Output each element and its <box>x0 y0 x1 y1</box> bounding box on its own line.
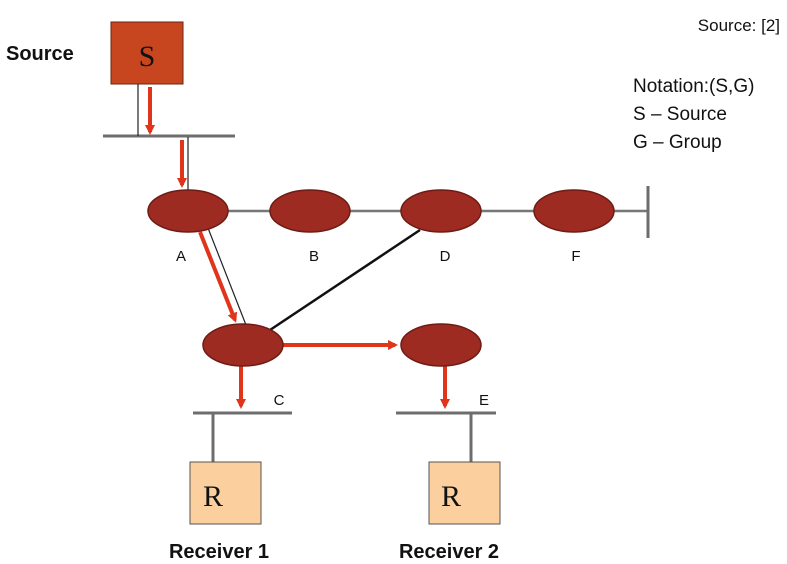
notation-source: S – Source <box>633 104 727 125</box>
router-f-label: F <box>571 248 580 265</box>
router-d <box>400 189 482 233</box>
router-c <box>202 323 284 367</box>
router-e-label: E <box>479 392 489 409</box>
source-reference: Source: [2] <box>698 16 780 35</box>
notation-group: G – Group <box>633 132 722 153</box>
receiver-1-letter: R <box>203 480 223 513</box>
receiver-1-label: Receiver 1 <box>169 541 269 563</box>
router-a-label: A <box>176 248 186 265</box>
source-label: Source <box>6 43 74 65</box>
router-a <box>147 189 229 233</box>
link-a-c-thin <box>207 227 247 326</box>
link-d-c <box>269 228 421 332</box>
receiver-2-letter: R <box>441 480 461 513</box>
receiver-1-box <box>189 461 262 525</box>
router-d-label: D <box>440 248 451 265</box>
source-letter: S <box>139 40 156 73</box>
router-b <box>269 189 351 233</box>
notation-title: Notation:(S,G) <box>633 76 754 97</box>
router-c-label: C <box>274 392 285 409</box>
router-b-label: B <box>309 248 319 265</box>
router-e <box>400 323 482 367</box>
flow-a-c-arrow <box>198 231 238 323</box>
receiver-2-label: Receiver 2 <box>399 541 499 563</box>
receiver-2-box <box>428 461 501 525</box>
router-f <box>533 189 615 233</box>
source-box <box>110 21 184 85</box>
